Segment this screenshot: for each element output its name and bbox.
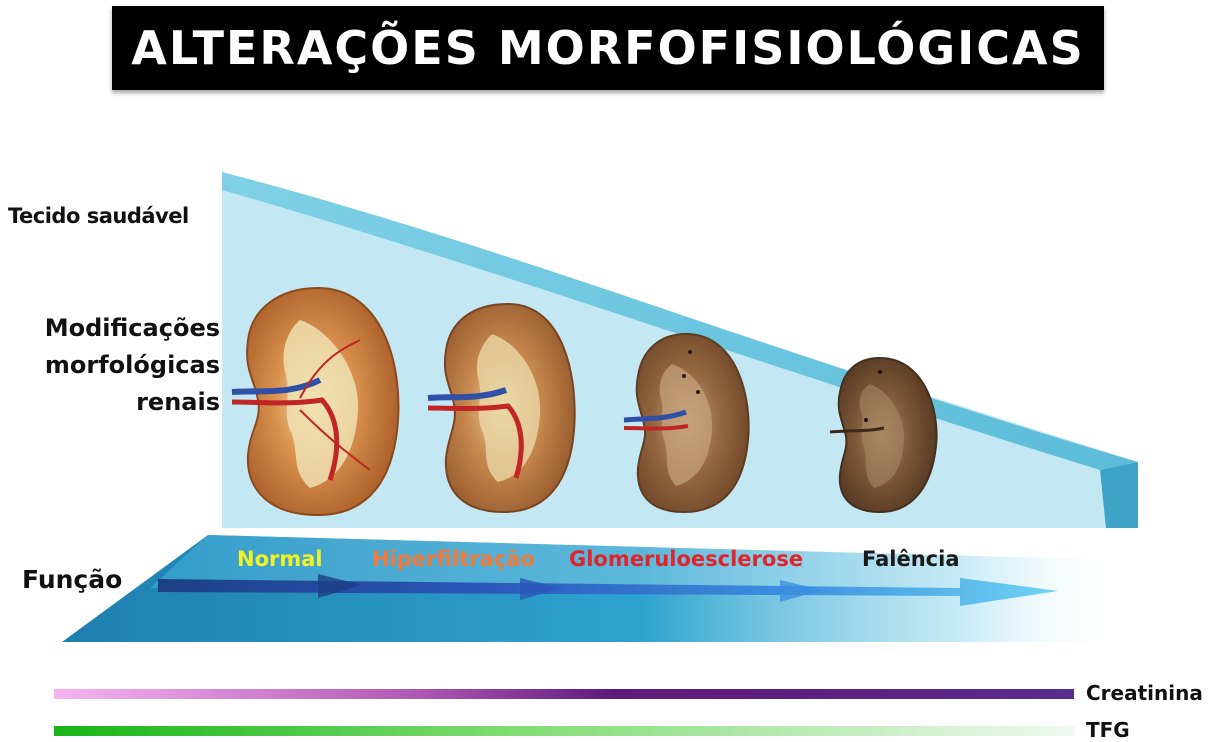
stage-normal: Normal — [237, 547, 323, 571]
stage-failure: Falência — [862, 547, 960, 571]
failure-kidney — [830, 358, 937, 512]
gfr-label: TFG — [1086, 718, 1130, 742]
morphological-changes-label: Modificações morfológicas renais — [45, 310, 220, 421]
hyperfiltration-kidney — [428, 304, 575, 512]
normal-kidney — [232, 288, 398, 515]
stage-hyperfiltration: Hiperfiltração — [372, 547, 535, 571]
morph-label-line-1: Modificações — [45, 310, 220, 347]
function-label: Função — [22, 565, 122, 594]
morph-label-line-3: renais — [45, 384, 220, 421]
stage-glomerulosclerosis: Glomeruloesclerose — [569, 547, 803, 571]
creatinine-bar — [54, 689, 1074, 699]
creatinine-label: Creatinina — [1086, 681, 1203, 705]
gfr-bar — [54, 726, 1074, 736]
morph-label-line-2: morfológicas — [45, 347, 220, 384]
healthy-tissue-label: Tecido saudável — [8, 204, 189, 228]
